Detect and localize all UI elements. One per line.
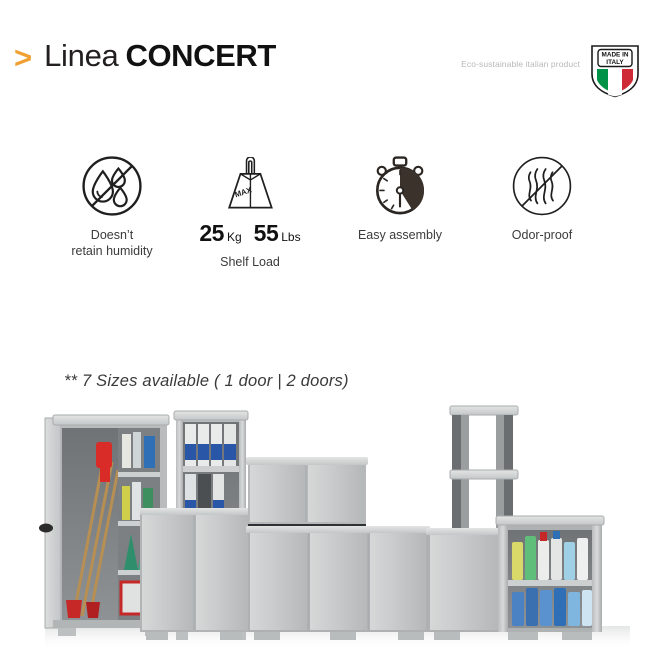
feature-no-humidity: Doesn’t retain humidity [32,150,192,259]
page-title-light: Linea [44,38,119,73]
feature-label: Odor-proof [462,228,622,244]
cabinet-low-left [140,508,252,640]
made-in-italy-badge: MADE IN ITALY [590,44,640,98]
max-weight-icon: MAX [170,150,330,222]
eco-note: Eco-sustainable italian product [461,59,580,69]
feature-row: Doesn’t retain humidity MAX 25 Kg 55 Lbs [0,150,650,280]
feature-shelf-load: MAX 25 Kg 55 Lbs Shelf Load [170,150,330,271]
unit-kg: Kg [226,230,242,244]
no-humidity-icon [32,150,192,222]
feature-label-line1: Easy assembly [357,228,443,242]
cabinet-upper-module [246,457,368,530]
value-kg: 25 [199,220,224,246]
page-title-bold: CONCERT [125,38,276,73]
badge-line2-text: ITALY [606,59,624,66]
feature-label-line1: Doesn’t [90,228,134,242]
feature-label-line1: Shelf Load [220,255,280,269]
cabinet-low-right [426,528,502,640]
chevron-right-icon: > [14,39,33,75]
product-photo [0,404,650,650]
feature-easy-assembly: Easy assembly [320,150,480,244]
sizes-note: ** 7 Sizes available ( 1 door | 2 doors) [64,372,349,390]
shelf-load-values: 25 Kg 55 Lbs [170,220,330,247]
page-header: > Linea CONCERT Eco-sustainable italian … [0,38,650,98]
cabinet-open-bottles [495,515,605,640]
feature-label: Shelf Load [170,255,330,271]
feature-label: Easy assembly [320,228,480,244]
value-lbs: 55 [253,220,279,246]
stopwatch-icon [320,150,480,222]
cabinet-double-door-right [246,526,430,640]
no-odor-icon [462,150,622,222]
feature-label-line2: retain humidity [71,243,153,258]
page-title: > Linea CONCERT [14,38,276,74]
unit-lbs: Lbs [281,230,301,244]
feature-label-line1: Odor-proof [511,228,573,242]
feature-odor-proof: Odor-proof [462,150,622,244]
badge-line1-text: MADE IN [602,52,629,59]
feature-label: Doesn’t retain humidity [32,228,192,259]
